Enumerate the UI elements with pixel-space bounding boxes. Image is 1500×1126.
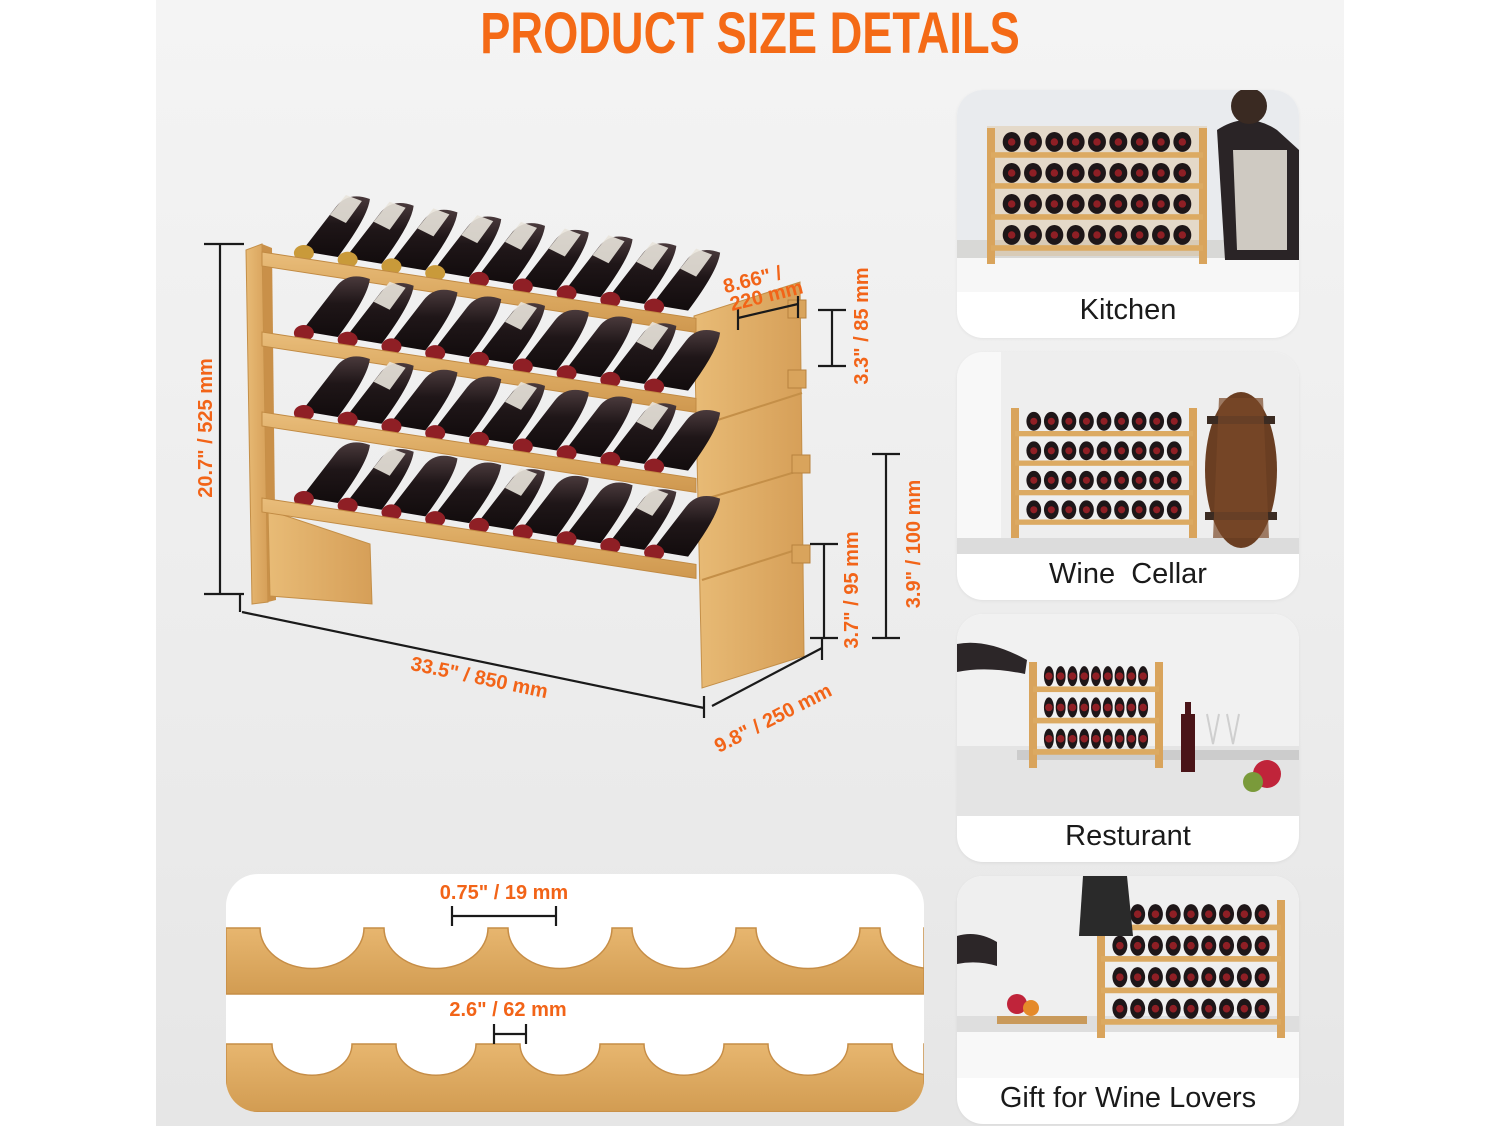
- wine-bottle: [381, 289, 458, 355]
- wine-bottle: [600, 321, 677, 388]
- wine-cellar-photo: [957, 352, 1299, 554]
- wine-bottle: [556, 316, 633, 382]
- rack-right-panel: [693, 281, 811, 689]
- mini-wine-rack: [1029, 662, 1163, 768]
- height-label: 20.7" / 525 mm: [195, 358, 217, 498]
- wine-bottle: [381, 208, 458, 275]
- wine-bottle: [512, 389, 589, 455]
- wine-bottle: [512, 228, 589, 295]
- wine-bottle: [556, 235, 633, 302]
- wine-bottle: [469, 467, 545, 534]
- gift-photo: [957, 876, 1299, 1078]
- wine-bottle: [556, 396, 633, 462]
- base-height-label: 3.9" / 100 mm: [903, 480, 925, 608]
- wine-bottle: [512, 475, 589, 541]
- scene-card-kitchen: Kitchen: [957, 90, 1299, 338]
- wine-bottle: [337, 281, 414, 348]
- wine-bottle: [644, 495, 721, 561]
- wine-bottle: [293, 356, 370, 422]
- scene-label-restaurant: Resturant: [1065, 820, 1191, 852]
- bottom-gap-label: 3.7" / 95 mm: [841, 531, 863, 648]
- restaurant-photo: [957, 614, 1299, 816]
- wine-bottle: [381, 455, 458, 521]
- scene-label-kitchen: Kitchen: [1079, 294, 1177, 326]
- shelf-gap-label: 3.3" / 85 mm: [851, 267, 873, 384]
- slot-width-label: 2.6" / 62 mm: [449, 999, 566, 1021]
- mini-wine-rack: [1097, 900, 1285, 1038]
- scene-card-wine-cellar: Wine Cellar: [957, 352, 1299, 600]
- rack-shelf: [261, 411, 697, 493]
- kitchen-photo: [957, 90, 1299, 292]
- slot-thickness-label: 0.75" / 19 mm: [440, 882, 568, 904]
- slot-detail-card: 0.75" / 19 mm 2.6" / 62 mm: [226, 874, 924, 1112]
- wine-bottle: [600, 401, 677, 468]
- rack-shelf: [261, 497, 697, 579]
- wine-bottle: [644, 329, 721, 395]
- wine-bottle: [293, 442, 370, 508]
- wine-rack-diagram: 20.7" / 525 mm 33.5" / 850 mm 9.8" / 250…: [195, 195, 925, 758]
- wine-bottle: [469, 381, 545, 448]
- rack-shelves: [261, 195, 721, 579]
- wine-bottle: [469, 301, 545, 368]
- depth-label: 9.8" / 250 mm: [711, 680, 835, 758]
- wine-bottle: [556, 482, 633, 548]
- wine-bottle: [425, 296, 502, 362]
- rack-left-foot: [267, 509, 373, 605]
- slot-plank-top: [226, 927, 924, 995]
- wine-bottle: [425, 215, 502, 282]
- product-size-infographic: PRODUCT SIZE DETAILS: [156, 0, 1344, 1126]
- scene-card-gift: Gift for Wine Lovers: [957, 876, 1299, 1124]
- wine-bottle: [644, 248, 721, 315]
- wine-bottle: [600, 487, 677, 554]
- wine-bottle: [644, 409, 721, 475]
- scene-label-wine-cellar: Wine Cellar: [1049, 558, 1207, 590]
- wine-bottle: [425, 376, 502, 442]
- wine-bottle: [337, 201, 414, 268]
- wine-bottle: [337, 447, 414, 514]
- wine-bottle: [293, 276, 370, 342]
- slot-plank-bottom: [226, 1043, 924, 1112]
- mini-wine-rack: [987, 128, 1207, 264]
- wine-bottle: [425, 462, 502, 528]
- scene-card-restaurant: Resturant: [957, 614, 1299, 862]
- wine-bottle: [337, 361, 414, 428]
- scene-label-gift: Gift for Wine Lovers: [999, 1082, 1257, 1114]
- wine-bottle: [600, 241, 677, 308]
- dimension-lines: [204, 242, 900, 718]
- wine-bottle: [469, 221, 545, 288]
- page-title: PRODUCT SIZE DETAILS: [480, 1, 1020, 66]
- wine-bottle: [512, 309, 589, 375]
- wine-bottle: [293, 195, 370, 262]
- wine-bottle: [381, 369, 458, 435]
- slot-detail-diagram: 0.75" / 19 mm 2.6" / 62 mm: [226, 882, 924, 1112]
- mini-wine-rack: [1011, 408, 1197, 538]
